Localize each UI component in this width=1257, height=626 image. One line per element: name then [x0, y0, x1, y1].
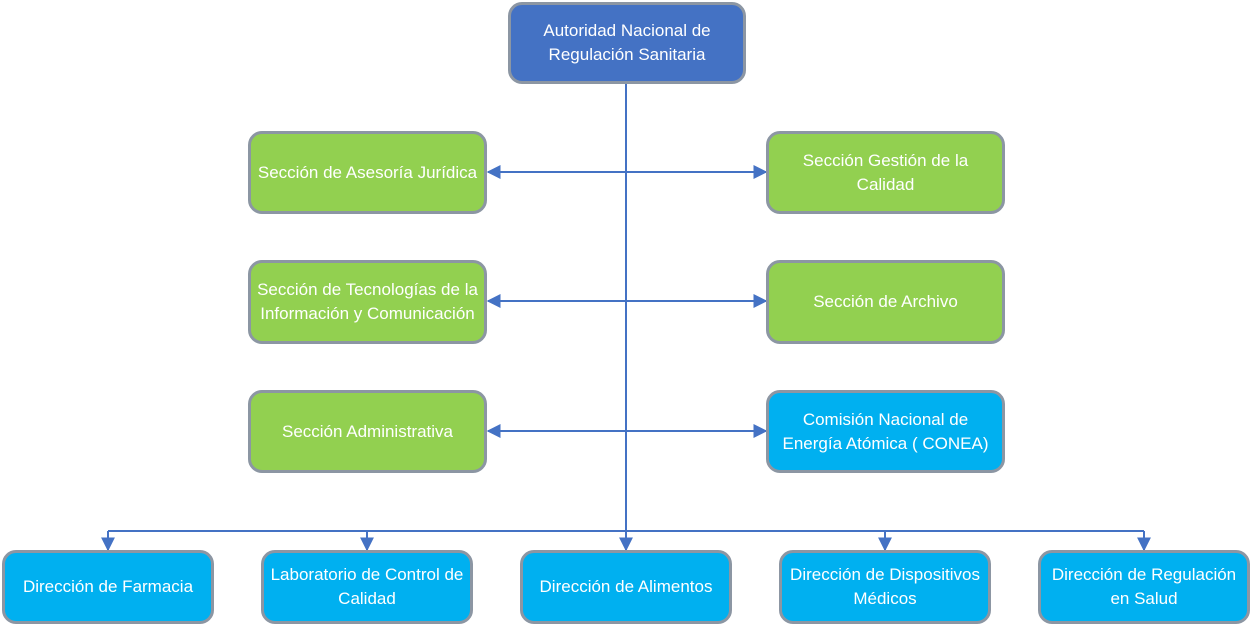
- direction-alimentos: Dirección de Alimentos: [520, 550, 732, 624]
- section-administrativa: Sección Administrativa: [248, 390, 487, 473]
- direction-laboratorio: Laboratorio de Control de Calidad: [261, 550, 473, 624]
- section-archivo: Sección de Archivo: [766, 260, 1005, 344]
- root-node: Autoridad Nacional de Regulación Sanitar…: [508, 2, 746, 84]
- section-tecnologias: Sección de Tecnologías de la Información…: [248, 260, 487, 344]
- direction-label: Dirección de Alimentos: [539, 577, 713, 596]
- section-label: Sección Gestión de la Calidad: [802, 150, 969, 194]
- comision-conea: Comisión Nacional de Energía Atómica ( C…: [766, 390, 1005, 473]
- section-gestion-calidad: Sección Gestión de la Calidad: [766, 131, 1005, 214]
- direction-regulacion: Dirección de Regulación en Salud: [1038, 550, 1250, 624]
- section-label: Sección Administrativa: [281, 421, 454, 441]
- section-label: Sección de Asesoría Jurídica: [257, 162, 478, 182]
- section-label: Comisión Nacional de Energía Atómica ( C…: [782, 409, 989, 453]
- section-label: Sección de Tecnologías de la Información…: [257, 280, 478, 323]
- direction-label: Dirección de Farmacia: [22, 577, 194, 596]
- direction-dispositivos: Dirección de Dispositivos Médicos: [779, 550, 991, 624]
- direction-farmacia: Dirección de Farmacia: [2, 550, 214, 624]
- section-asesoria-juridica: Sección de Asesoría Jurídica: [248, 131, 487, 214]
- root-label: Autoridad Nacional de Regulación Sanitar…: [543, 21, 711, 64]
- direction-label: Laboratorio de Control de Calidad: [270, 565, 464, 608]
- direction-label: Dirección de Regulación en Salud: [1051, 565, 1237, 608]
- section-label: Sección de Archivo: [813, 292, 958, 311]
- direction-label: Dirección de Dispositivos Médicos: [790, 565, 980, 608]
